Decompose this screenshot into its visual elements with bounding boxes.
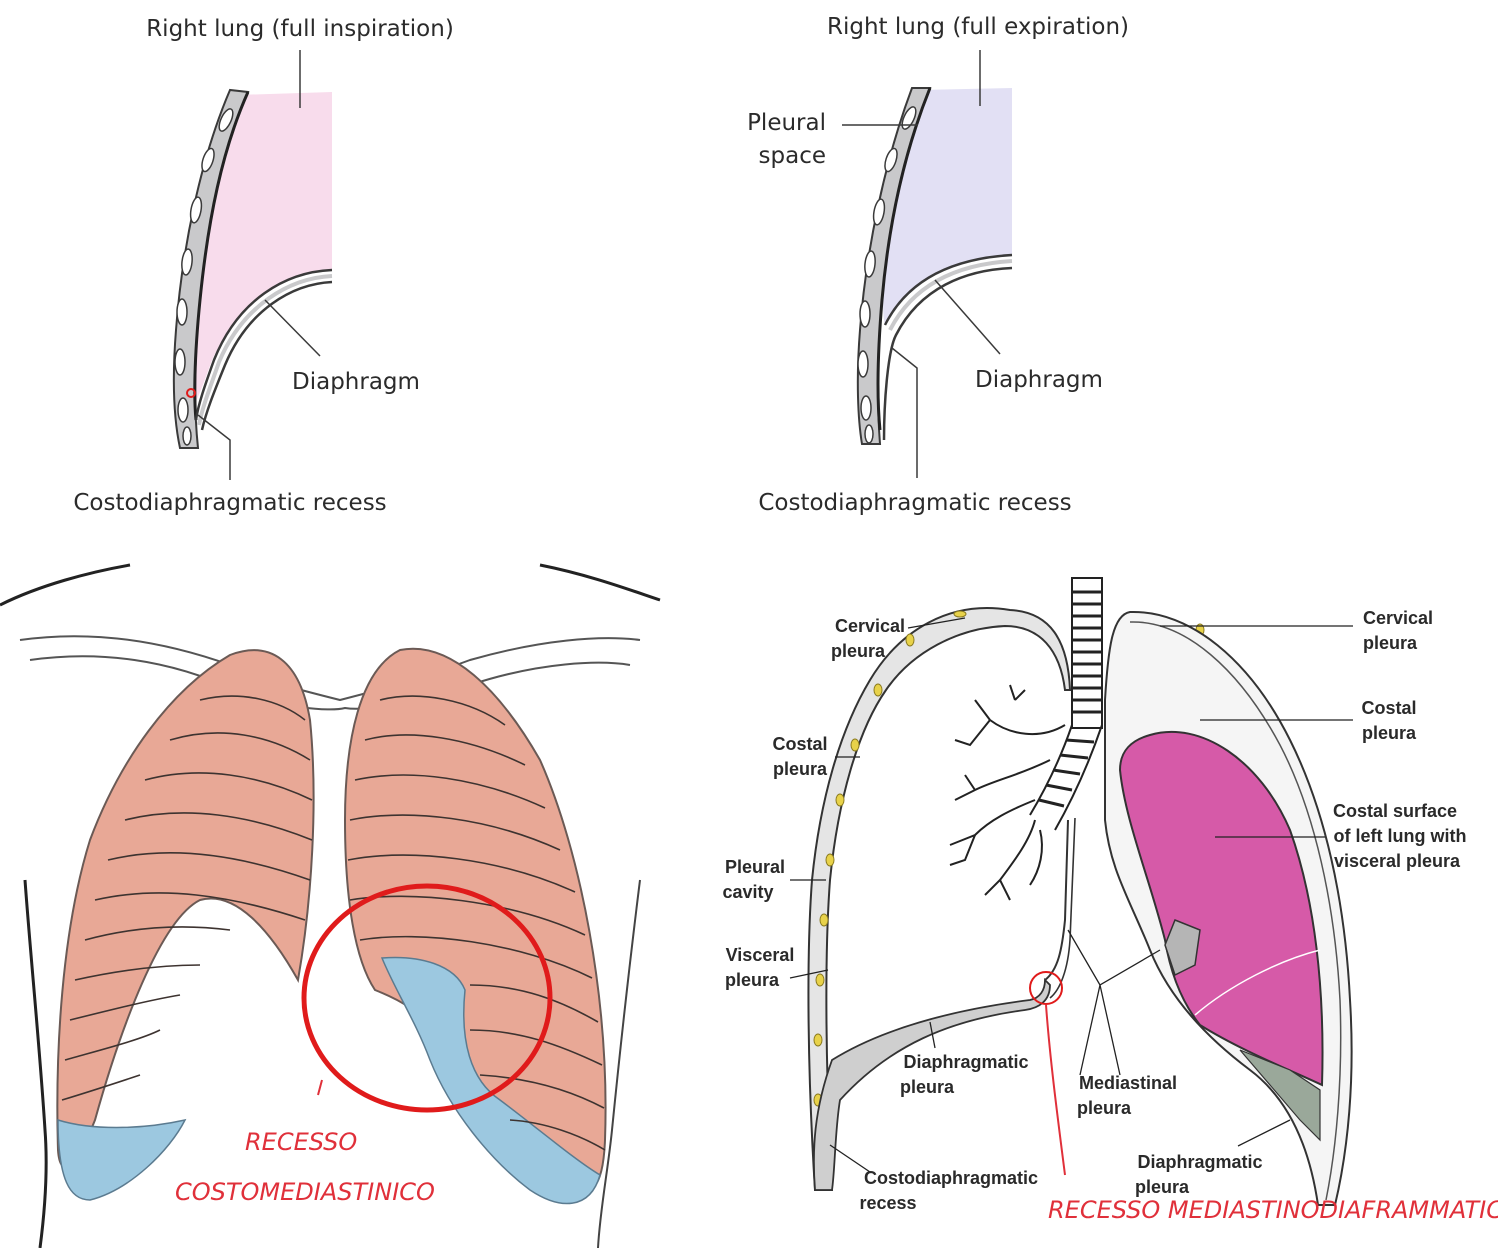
label-pleural-space-2: space [759,143,826,169]
panel-inspiration: Right lung (full inspiration) Diaphragm … [73,16,453,516]
leader-lines [789,617,1353,1173]
label-costal-surface-1: Costal surface [1333,801,1457,821]
label-cervical-left-1: Cervical [835,616,905,636]
label-diaphragmatic-mid-2: pleura [900,1077,955,1097]
title-expiration: Right lung (full expiration) [827,14,1129,40]
label-pleural-cavity-1: Pleural [725,857,785,877]
label-cervical-right-1: Cervical [1363,608,1433,628]
label-costal-left-1: Costal [772,734,827,754]
annotation-costomediastinal-1: RECESSO [245,1128,357,1156]
label-visceral-2: pleura [725,970,780,990]
label-costodiaphragmatic-1: Costodiaphragmatic [864,1168,1038,1188]
left-lung-costal-surface [1118,730,1324,1087]
right-costodiaphragmatic-recess [812,977,1051,1191]
label-pleural-cavity-2: cavity [722,882,773,902]
rib-sections-exp [857,106,917,444]
bronchial-tree [949,684,1066,901]
label-costal-right-1: Costal [1361,698,1416,718]
label-costal-surface-2: of left lung with [1334,826,1467,846]
pleura-recess-right [57,1118,187,1201]
label-diaphragm-insp: Diaphragm [292,369,420,395]
label-diaphragmatic-mid-1: Diaphragmatic [903,1052,1028,1072]
label-diaphragm-exp: Diaphragm [975,367,1103,393]
label-recess-insp: Costodiaphragmatic recess [73,490,386,516]
label-pleural-space-1: Pleural [747,110,826,136]
label-mediastinal-1: Mediastinal [1079,1073,1177,1093]
label-cervical-left-2: pleura [831,641,886,661]
lung-inspiration-fill [192,92,332,410]
label-diaphragmatic-right-2: pleura [1135,1177,1190,1197]
label-recess-exp: Costodiaphragmatic recess [758,490,1071,516]
trachea [1029,577,1103,831]
label-visceral-1: Visceral [726,945,795,965]
annotation-mediastinodiaphragmatic: RECESSO MEDIASTINODIAFRAMMATICO [1048,1196,1498,1224]
label-cervical-right-2: pleura [1363,633,1418,653]
mediastinodiaphragmatic-circle [1029,971,1063,1005]
label-mediastinal-2: pleura [1077,1098,1132,1118]
label-costal-surface-3: visceral pleura [1334,851,1461,871]
schematic-labels: Cervical pleura Costal pleura Pleural ca… [722,608,1466,1213]
diaphragm-dome [194,268,333,431]
label-costal-right-2: pleura [1362,723,1417,743]
title-inspiration: Right lung (full inspiration) [146,16,454,42]
label-costodiaphragmatic-2: recess [859,1193,916,1213]
right-pleural-cavity [807,607,1072,1191]
panel-thorax: RECESSO COSTOMEDIASTINICO [0,563,661,1248]
lung-right-illustration [56,649,315,1168]
panel-expiration: Right lung (full expiration) Pleural spa… [747,14,1129,516]
label-diaphragmatic-right-1: Diaphragmatic [1137,1152,1262,1172]
recess-marker [186,388,196,398]
annotation-costomediastinal-2: COSTOMEDIASTINICO [175,1178,435,1206]
panel-pleura-schematic: Cervical pleura Costal pleura Pleural ca… [722,577,1498,1224]
rib-sections [174,108,234,446]
pleura-recess-left [380,956,601,1205]
recess-highlight-circle [301,883,553,1113]
lung-expiration-fill [883,88,1012,325]
label-costal-left-2: pleura [773,759,828,779]
